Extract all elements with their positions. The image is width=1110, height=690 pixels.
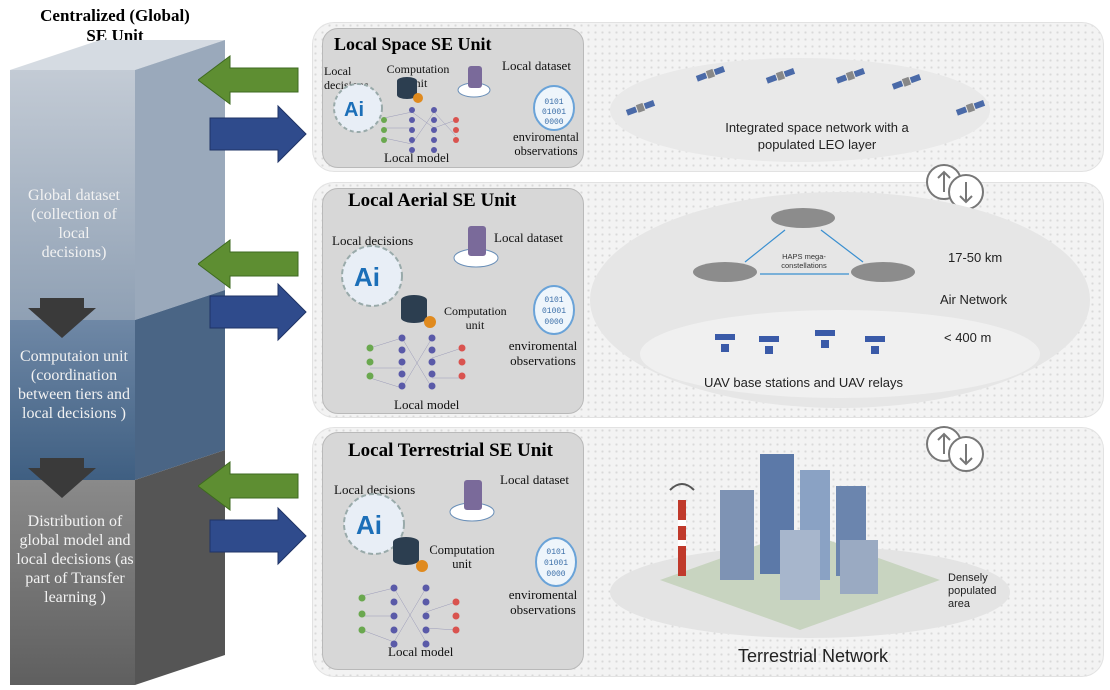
svg-text:0101: 0101 [544,296,563,305]
database-icon [397,77,423,103]
air-network-illustration [590,192,1090,408]
space-local-dataset: Local dataset [502,58,571,73]
space-local-model: Local model [384,150,450,165]
down-arrow-icon [28,458,96,498]
layer-exchange-icon [926,164,984,210]
terrestrial-local-dataset: Local dataset [500,472,569,487]
ai-gear-icon: Ai [341,245,403,307]
space-unit-title: Local Space SE Unit [334,34,492,54]
neural-network-icon [369,337,463,389]
binary-bubble-icon: 0101 01001 0000 [533,285,575,335]
uav-caption: UAV base stations and UAV relays [704,375,903,390]
cloud-dataset-icon [457,66,491,98]
altitude-low-label: < 400 m [944,330,992,345]
exchange-arrows [198,55,307,566]
haps-label: HAPS mega-constellations [781,252,827,270]
aerial-local-model: Local model [394,397,460,412]
dense-area-label: Densely populated area [948,572,997,610]
aerial-unit-icons: Ai 0101 01001 0000 [341,226,575,390]
svg-text:01001: 01001 [542,108,566,117]
central-column [10,40,225,685]
space-observations: enviromental observations [513,130,579,158]
neural-network-icon [361,587,457,643]
ai-logo-text: Ai [344,99,364,121]
database-icon [393,537,428,572]
air-network-label: Air Network [940,292,1008,307]
altitude-high-label: 17-50 km [948,250,1003,265]
central-title-line1: Centralized (Global) [40,6,190,25]
arrow-left-space [198,55,299,105]
database-icon [401,295,436,328]
svg-text:0101: 0101 [546,548,565,557]
svg-text:0000: 0000 [544,318,563,327]
svg-text:Ai: Ai [354,262,380,292]
svg-text:01001: 01001 [544,559,568,568]
satellite-icon [625,66,986,116]
building-icon [720,454,878,600]
terrestrial-network-caption: Terrestrial Network [738,646,889,666]
central-block-distribution: Distribution of global model and local d… [16,513,134,606]
aerial-local-decisions: Local decisions [332,233,414,248]
terrestrial-local-decisions: Local decisions [334,482,416,497]
aerial-observations: enviromental observations [508,338,578,368]
terrestrial-local-model: Local model [388,644,454,659]
space-network-illustration [610,58,990,162]
svg-text:0101: 0101 [544,98,563,107]
binary-bubble-icon: 0101 01001 0000 [533,85,575,131]
central-block-computation: Computaion unit (coordination between ti… [18,348,130,422]
down-arrow-icon [28,298,96,338]
terrestrial-unit-title: Local Terrestrial SE Unit [348,440,553,461]
blimp-icon [693,208,915,282]
drone-icon [715,330,885,354]
terrestrial-computation-unit: Computation unit [429,543,495,571]
svg-text:01001: 01001 [542,307,566,316]
arrow-right-space [209,104,307,164]
terrestrial-city-illustration [610,454,1010,638]
ai-gear-icon: Ai [333,83,383,133]
layer-exchange-icon [926,426,984,472]
svg-text:0000: 0000 [544,118,563,127]
space-unit-icons: Ai 0101 01001 0000 [333,66,575,153]
central-block-global-dataset: Global dataset (collection of local deci… [28,187,120,261]
space-network-caption: Integrated space network with a populate… [725,120,909,152]
binary-bubble-icon: 0101 01001 0000 [535,537,577,587]
cell-tower-icon [669,483,695,576]
svg-text:0000: 0000 [546,570,565,579]
neural-network-icon [383,111,457,145]
cloud-dataset-icon [453,226,499,268]
terrestrial-unit-icons: Ai 0101 01001 0000 [343,480,577,648]
cloud-dataset-icon [449,480,495,522]
aerial-local-dataset: Local dataset [494,230,563,245]
aerial-computation-unit: Computation unit [444,304,507,332]
aerial-unit-title: Local Aerial SE Unit [348,190,517,211]
ai-gear-icon: Ai [343,493,405,555]
terrestrial-observations: enviromental observations [508,587,578,617]
svg-text:Ai: Ai [356,510,382,540]
